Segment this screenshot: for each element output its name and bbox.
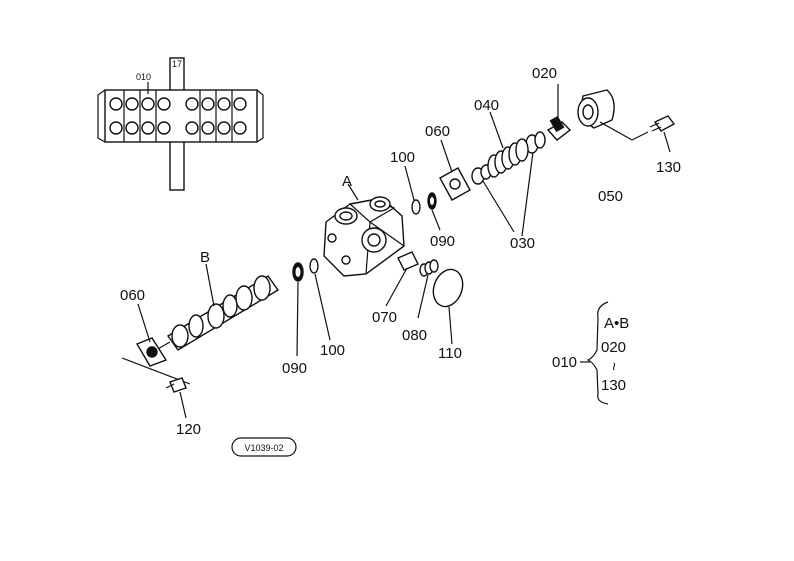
part-040-spring (487, 111, 529, 178)
part-090-seal-top (427, 192, 441, 231)
label-120: 120 (176, 421, 201, 438)
inset-ports (109, 97, 247, 135)
legend-line-a-b: A•B (604, 315, 629, 332)
legend-tilde: ~ (605, 362, 622, 371)
inset-label-010: 010 (136, 72, 151, 82)
label-a: A (342, 173, 352, 190)
part-110-oring (432, 268, 464, 345)
legend-brace (586, 301, 609, 405)
label-060-left: 060 (120, 287, 145, 304)
valve-body-a: A (323, 173, 405, 277)
label-090-bottom: 090 (282, 360, 307, 377)
part-070-check-valve (385, 251, 419, 307)
valve-bank-inset: 010 17 (97, 57, 264, 191)
inset-label-17: 17 (172, 59, 182, 69)
part-100-oring-bottom (309, 258, 331, 341)
legend-line-130: 130 (601, 377, 626, 394)
part-130-screw (649, 115, 676, 153)
label-040: 040 (474, 97, 499, 114)
part-050-cap (577, 89, 649, 141)
label-050: 050 (598, 188, 623, 205)
reference-code: V1039-02 (244, 443, 283, 453)
label-080: 080 (402, 327, 427, 344)
reference-code-badge: V1039-02 (231, 437, 297, 457)
legend-assembly: 010 (552, 354, 577, 371)
label-100-top: 100 (390, 149, 415, 166)
inset-bank-body (104, 89, 258, 143)
part-020-plug (546, 84, 572, 141)
label-100-bottom: 100 (320, 342, 345, 359)
label-130: 130 (656, 159, 681, 176)
part-080-spring (417, 259, 439, 319)
part-060-flange-top (439, 139, 471, 201)
legend-line-020: 020 (601, 339, 626, 356)
part-100-oring-top (404, 165, 421, 215)
label-020: 020 (532, 65, 557, 82)
part-120-bolt (165, 377, 187, 419)
part-090-seal-bottom (292, 262, 304, 357)
label-b: B (200, 249, 210, 266)
spool-b: B (155, 249, 280, 351)
label-070: 070 (372, 309, 397, 326)
label-090-top: 090 (430, 233, 455, 250)
callout-labels: 020 040 060 100 090 030 050 130 060 090 … (120, 65, 681, 438)
assembly-legend: 010 A•B 020 ~ 130 (552, 301, 629, 405)
label-030: 030 (510, 235, 535, 252)
label-110: 110 (438, 345, 462, 362)
label-060-top: 060 (425, 123, 450, 140)
